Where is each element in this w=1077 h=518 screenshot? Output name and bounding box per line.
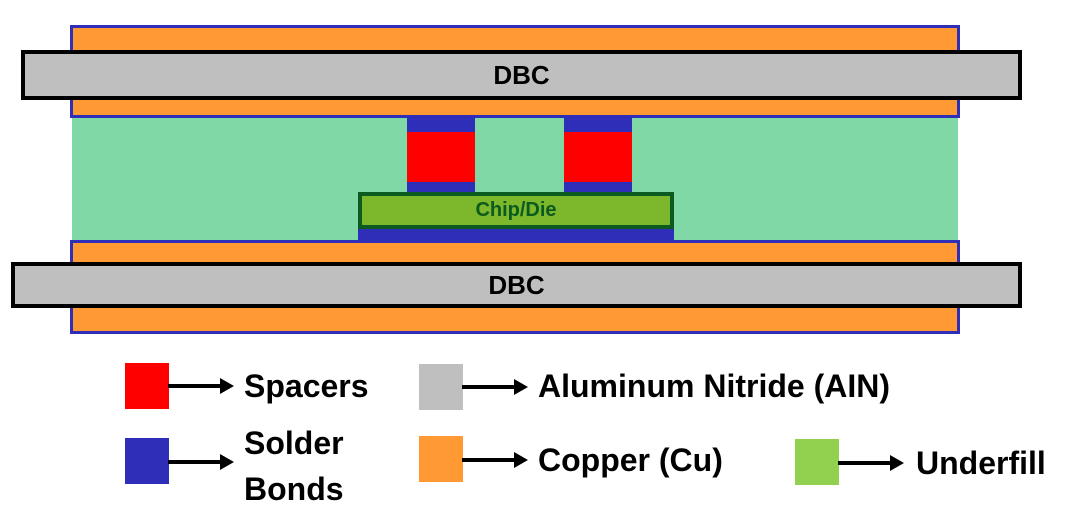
bottom-dbc-label: DBC <box>488 269 545 300</box>
bottom-copper-lower <box>70 304 960 334</box>
spacer-1-bottom-solder <box>407 182 475 194</box>
spacer-1 <box>407 132 475 182</box>
spacers-label: Spacers <box>244 368 369 404</box>
arrow-icon <box>168 384 222 388</box>
spacer-2-bottom-solder <box>564 182 632 194</box>
bottom-dbc-ceramic: DBC <box>11 262 1022 308</box>
underfill-swatch <box>795 439 839 485</box>
arrowhead-icon <box>514 379 528 395</box>
copper-label: Copper (Cu) <box>538 442 723 478</box>
spacer-2 <box>564 132 632 182</box>
arrowhead-icon <box>220 378 234 394</box>
top-dbc-ceramic: DBC <box>21 50 1022 100</box>
top-copper-lower <box>70 97 960 118</box>
top-copper-upper <box>70 25 960 53</box>
arrowhead-icon <box>220 454 234 470</box>
solder-swatch <box>125 438 169 484</box>
spacers-swatch <box>125 363 169 409</box>
arrowhead-icon <box>514 452 528 468</box>
underfill-label: Underfill <box>916 445 1046 481</box>
solder-label-line1: Solder <box>244 425 344 461</box>
solder-label-line2: Bonds <box>244 471 344 507</box>
chip-label: Chip/Die <box>475 199 557 221</box>
top-dbc-label: DBC <box>493 59 550 90</box>
aln-swatch <box>419 364 463 410</box>
aln-label: Aluminum Nitride (AIN) <box>538 368 890 404</box>
copper-swatch <box>419 436 463 482</box>
arrow-icon <box>462 458 516 462</box>
bottom-copper-upper <box>70 240 960 266</box>
chip-die: Chip/Die <box>358 192 674 229</box>
spacer-1-top-solder <box>407 117 475 132</box>
arrow-icon <box>168 460 222 464</box>
arrow-icon <box>462 385 516 389</box>
chip-bottom-solder <box>358 229 674 241</box>
arrow-icon <box>838 461 892 465</box>
arrowhead-icon <box>890 455 904 471</box>
spacer-2-top-solder <box>564 117 632 132</box>
